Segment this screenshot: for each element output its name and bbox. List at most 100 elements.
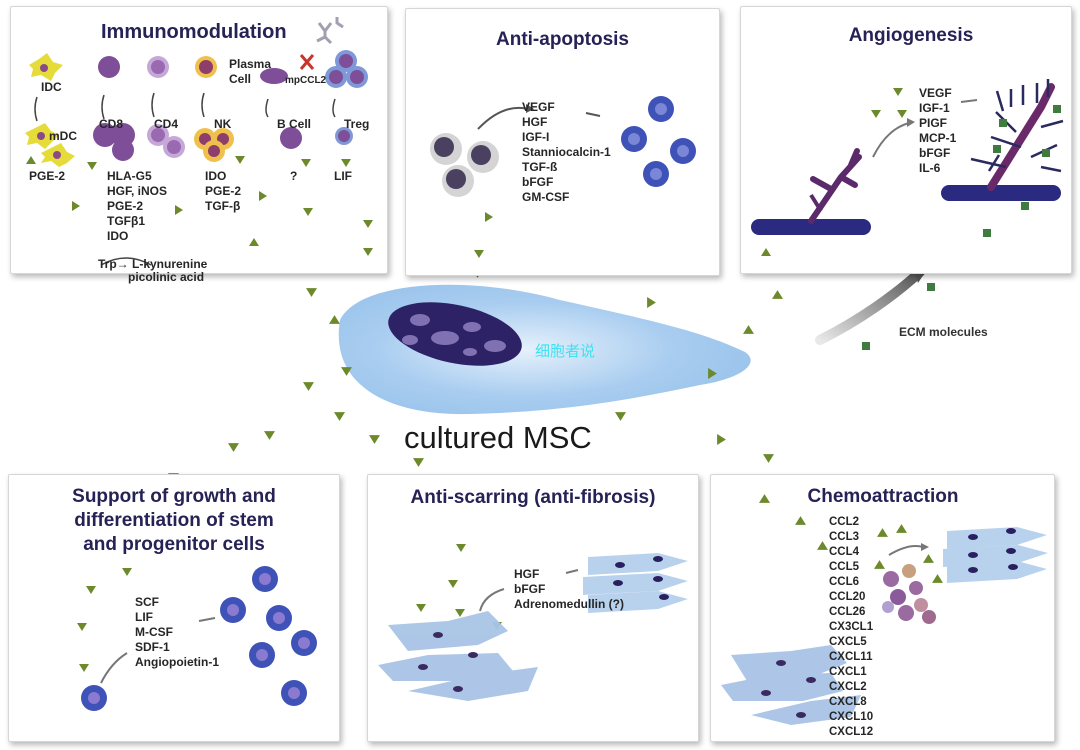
factor-item: IGF-I [522, 130, 550, 144]
plasma-cell-icon [260, 68, 288, 84]
nk-label: NK [214, 117, 232, 131]
factor-item: CCL20 [829, 591, 866, 603]
factor-item: bFGF [522, 175, 554, 189]
cd8-label: CD8 [99, 117, 124, 131]
factor-item: SDF-1 [135, 640, 170, 654]
factor-item: TGFβ1 [107, 214, 145, 228]
panel-title: Immunomodulation [101, 21, 287, 43]
healthy-tissue-icon [943, 527, 1048, 583]
immunomodulation-illustration [25, 17, 373, 266]
panel-anti-scarring: Anti-scarring (anti-fibrosis) HGF bFGF A… [367, 474, 699, 742]
factor-item: M-CSF [135, 625, 173, 639]
factor-item: HGF, iNOS [107, 184, 168, 198]
factor-item: PGE-2 [107, 199, 144, 213]
panel-title: Angiogenesis [848, 25, 974, 46]
msc-cell: 细胞者说 [338, 284, 751, 415]
leukocyte-cluster-icon [882, 564, 936, 624]
nk-factor-list: IDO PGE-2 TGF-β [205, 169, 241, 214]
treg-factor: LIF [334, 169, 352, 183]
panel-title: Anti-apoptosis [496, 29, 629, 50]
chemoattraction-illustration [721, 494, 1048, 725]
factor-item: Adrenomedullin (?) [514, 597, 624, 611]
factor-item: CX3CL1 [829, 621, 874, 633]
panel-title: Support of growth and differentiation of… [9, 485, 339, 557]
factor-item: HGF [522, 115, 548, 129]
angiogenesis-illustration [751, 79, 1064, 256]
factor-item: HGF [514, 567, 540, 581]
factor-list: VEGF HGF IGF-I Stanniocalcin-1 TGF-ß bFG… [522, 100, 611, 205]
factor-item: HLA-G5 [107, 169, 152, 183]
factor-item: CCL5 [829, 561, 860, 573]
blood-vessel-icon [751, 148, 871, 235]
factor-list: SCF LIF M-CSF SDF-1 Angiopoietin-1 [135, 595, 219, 670]
panel-title: Chemoattraction [807, 486, 959, 507]
cd8-cell-icon [98, 56, 120, 78]
factor-item: Stanniocalcin-1 [522, 145, 611, 159]
ecm-square [927, 283, 935, 291]
factor-item: LIF [135, 610, 153, 624]
factor-item: IDO [205, 169, 227, 183]
title-line: differentiation of stem [74, 510, 274, 531]
factor-item: Angiopoietin-1 [135, 655, 219, 669]
factor-item: CXCL5 [829, 636, 867, 648]
treg-label: Treg [344, 117, 370, 131]
factor-item: CCL3 [829, 531, 860, 543]
factor-item: CCL26 [829, 606, 866, 618]
anti-apoptosis-illustration [430, 96, 696, 258]
plasma-cell-label: Plasma Cell [229, 57, 272, 86]
anti-scarring-illustration [378, 544, 688, 701]
kynurenine-pathway: Trp→ L-kynurenine [98, 257, 208, 271]
factor-item: TGF-β [205, 199, 241, 213]
factor-item: IL-6 [919, 161, 941, 175]
b-cell-factor: ? [290, 169, 298, 183]
ecm-square [862, 342, 870, 350]
factor-item: VEGF [919, 86, 952, 100]
mpccl2-label: mpCCL2 [285, 75, 327, 86]
b-cell-label: B Cell [277, 117, 312, 131]
factor-item: CXCL10 [829, 711, 874, 723]
picolinic-acid: picolinic acid [128, 270, 205, 284]
factor-item: CXCL1 [829, 666, 867, 678]
factor-item: CCL2 [829, 516, 860, 528]
panel-title: Anti-scarring (anti-fibrosis) [410, 487, 656, 508]
watermark: 细胞者说 [535, 342, 595, 360]
factor-item: MCP-1 [919, 131, 957, 145]
panel-anti-apoptosis: Anti-apoptosis VEGF HGF IGF-I Stanniocal… [405, 8, 720, 276]
factor-item: VEGF [522, 100, 555, 114]
b-cell-icon [280, 127, 302, 149]
factor-item: bFGF [919, 146, 951, 160]
factor-item: PIGF [919, 116, 948, 130]
factor-list: CCL2 CCL3 CCL4 CCL5 CCL6 CCL20 CCL26 CX3… [829, 515, 873, 740]
factor-item: GM-CSF [522, 190, 570, 204]
factor-item: CCL6 [829, 576, 860, 588]
factor-item: CXCL2 [829, 681, 867, 693]
factor-item: CCL4 [829, 546, 860, 558]
new-vessel-icon [941, 79, 1064, 201]
factor-item: IDO [107, 229, 129, 243]
factor-item: PGE-2 [205, 184, 242, 198]
idc-label: IDC [41, 80, 62, 94]
panel-support-growth: Support of growth and differentiation of… [8, 474, 340, 742]
panel-immunomodulation: Immunomodulation IDC mDC CD8 CD4 NK Plas… [10, 6, 388, 284]
apoptotic-cell-icon [430, 133, 499, 197]
fibroblast-icon [378, 611, 538, 701]
mdc-label: mDC [49, 129, 78, 143]
panel-angiogenesis: Angiogenesis VEGF IGF-1 PIGF MCP-1 bFGF … [740, 6, 1072, 274]
ecm-arrow [815, 267, 925, 345]
msc-label: cultured MSC [404, 420, 592, 455]
factor-item: IGF-1 [919, 101, 950, 115]
factor-item: CXCL12 [829, 726, 874, 738]
factor-item: CXCL11 [829, 651, 873, 663]
factor-list: HGF bFGF Adrenomedullin (?) [514, 567, 624, 612]
factor-item: CXCL8 [829, 696, 867, 708]
factor-item: SCF [135, 595, 159, 609]
factor-item: bFGF [514, 582, 546, 596]
antibody-icon [316, 17, 344, 45]
title-line: Support of growth and [72, 486, 276, 507]
treg-cell-icon [325, 50, 368, 88]
dc-factor: PGE-2 [29, 169, 66, 183]
support-illustration [77, 566, 317, 711]
factor-item: TGF-ß [522, 160, 558, 174]
cd4-label: CD4 [154, 117, 179, 131]
